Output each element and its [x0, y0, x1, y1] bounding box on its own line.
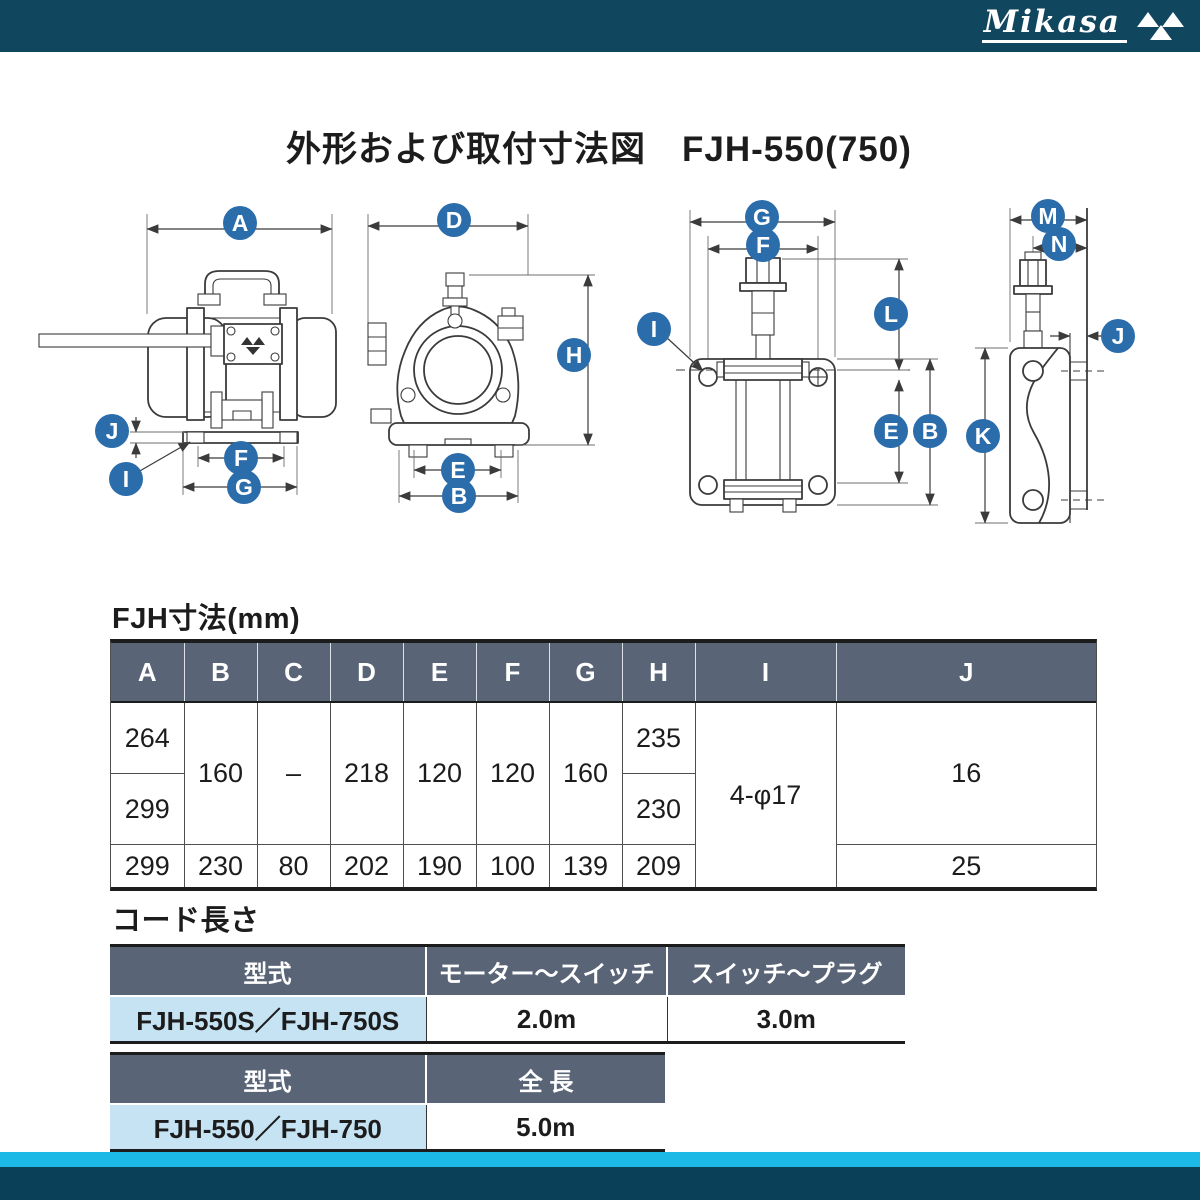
cell-e3: 190	[402, 844, 476, 887]
dim-label-g: G	[227, 470, 261, 504]
dim-label-j: J	[1101, 319, 1135, 353]
cell-f12: 120	[475, 702, 549, 845]
cell-h2: 230	[621, 773, 695, 845]
cord-table-1: 型式 モーター～スイッチ スイッチ～プラグ FJH-550S／FJH-750S …	[110, 947, 905, 1041]
mikasa-logo: Mikasa	[981, 5, 1184, 44]
footer-cyan-bar	[0, 1152, 1200, 1167]
dim-label-f: F	[224, 441, 258, 475]
cell-b3: 230	[183, 844, 257, 887]
cell-e12: 120	[402, 702, 476, 845]
cord-section-heading: コード長さ	[112, 905, 260, 937]
dim-label-a: A	[223, 206, 257, 240]
cell-j12: 16	[835, 702, 1096, 845]
mikasa-mark-icon	[241, 337, 265, 355]
table-row: FJH-550S／FJH-750S 2.0m 3.0m	[110, 996, 905, 1041]
cord1-model: FJH-550S／FJH-750S	[110, 996, 426, 1041]
dim-label-d: D	[437, 203, 471, 237]
cell-h3: 209	[621, 844, 695, 887]
col-header-d: D	[329, 643, 403, 702]
cord2-model: FJH-550／FJH-750	[110, 1104, 426, 1149]
col-header-g: G	[548, 643, 622, 702]
footer-dark-bar	[0, 1167, 1200, 1200]
col-header-c: C	[256, 643, 330, 702]
col-header-e: E	[402, 643, 476, 702]
cell-b12: 160	[183, 702, 257, 845]
diagram-side-view: A J F G I	[35, 190, 365, 520]
cord2-header-total-length: 全 長	[425, 1055, 665, 1105]
cell-j3: 25	[835, 844, 1096, 887]
dim-label-b: B	[913, 414, 947, 448]
col-header-j: J	[835, 643, 1096, 702]
cord2-header-model: 型式	[110, 1055, 426, 1105]
col-header-a: A	[111, 643, 184, 702]
cell-a1: 264	[111, 702, 184, 774]
cell-h1: 235	[621, 702, 695, 774]
cell-c12: –	[256, 702, 330, 845]
dim-label-h: H	[557, 338, 591, 372]
dim-label-f: F	[746, 228, 780, 262]
cell-g3: 139	[548, 844, 622, 887]
plate-top-view-drawing	[664, 210, 938, 513]
cord1-header-switch-plug: スイッチ～プラグ	[666, 947, 905, 997]
dim-label-i: I	[637, 312, 671, 346]
col-header-f: F	[475, 643, 549, 702]
mikasa-mark-icon	[1137, 11, 1184, 40]
mikasa-logo-text: Mikasa	[981, 5, 1127, 44]
dim-label-n: N	[1042, 227, 1076, 261]
col-header-h: H	[621, 643, 695, 702]
dim-label-k: K	[966, 419, 1000, 453]
top-bar: Mikasa	[0, 0, 1200, 52]
cord1-motor-switch-value: 2.0m	[425, 996, 667, 1041]
table-row: 264 160 – 218 120 120 160 235 4-φ17 16	[111, 702, 1096, 887]
cell-d3: 202	[329, 844, 403, 887]
table-row: FJH-550／FJH-750 5.0m	[110, 1104, 665, 1149]
cord-table-1-frame: 型式 モーター～スイッチ スイッチ～プラグ FJH-550S／FJH-750S …	[110, 944, 905, 1044]
dim-section-heading: FJH寸法(mm)	[112, 603, 301, 635]
cord1-header-model: 型式	[110, 947, 426, 997]
dim-label-l: L	[874, 297, 908, 331]
page-title: 外形および取付寸法図 FJH-550(750)	[286, 130, 912, 169]
header-row: A B C D E F G H I J	[111, 643, 1096, 702]
cell-a2: 299	[111, 773, 184, 845]
cell-c3: 80	[256, 844, 330, 887]
header-row: 型式 全 長	[110, 1055, 665, 1105]
cell-d12: 218	[329, 702, 403, 845]
dim-label-b: B	[442, 479, 476, 513]
table-row: 299 230 80 202 190 100 139 209 25	[111, 844, 1096, 887]
cord1-switch-plug-value: 3.0m	[666, 996, 905, 1041]
dim-label-j: J	[95, 414, 129, 448]
cell-i123: 4-φ17	[694, 702, 836, 887]
cord-table-2: 型式 全 長 FJH-550／FJH-750 5.0m	[110, 1055, 665, 1149]
diagram-plate-side-view: M N J K	[955, 190, 1140, 540]
cord1-header-motor-switch: モーター～スイッチ	[425, 947, 667, 997]
cell-f3: 100	[475, 844, 549, 887]
dim-label-e: E	[874, 414, 908, 448]
table-row: 299 230	[111, 773, 1096, 845]
dimensions-table: A B C D E F G H I J 264 160 – 218	[111, 643, 1096, 887]
cord2-total-length-value: 5.0m	[425, 1104, 665, 1149]
side-view-drawing	[38, 214, 337, 495]
diagram-plate-top-view: G F I L E B	[637, 190, 960, 540]
dimensions-table-frame: A B C D E F G H I J 264 160 – 218	[110, 639, 1097, 891]
cord-table-2-frame: 型式 全 長 FJH-550／FJH-750 5.0m	[110, 1052, 665, 1152]
cell-a3: 299	[124, 850, 170, 881]
cell-g12: 160	[548, 702, 622, 845]
col-header-b: B	[183, 643, 257, 702]
header-row: 型式 モーター～スイッチ スイッチ～プラグ	[110, 947, 905, 997]
dim-label-i: I	[109, 462, 143, 496]
diagram-front-view: D H E B	[365, 190, 625, 520]
plate-side-view-drawing	[975, 208, 1107, 524]
col-header-i: I	[694, 643, 836, 702]
